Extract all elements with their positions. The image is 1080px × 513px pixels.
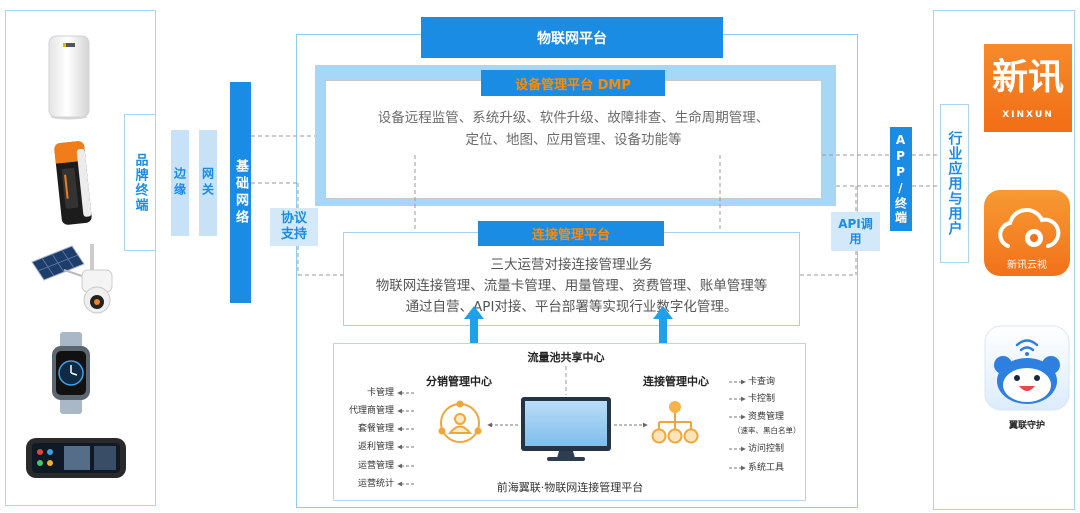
system-footer: 前海翼联·物联网连接管理平台 (496, 481, 644, 494)
bidirectional-arrow (464, 306, 484, 360)
org-chart-icon (651, 401, 699, 444)
api-call-text: API调用 (838, 216, 873, 246)
connection-item: 资费管理 (748, 412, 785, 422)
industry-users-text: 行业应用与用户 (946, 131, 963, 236)
router-icon (48, 35, 90, 120)
guard-bear-app-icon (984, 325, 1070, 411)
dmp-description: 设备远程监管、系统升级、软件升级、故障排查、生命周期管理、 定位、地图、应用管理… (325, 107, 822, 151)
distribution-item: 运营管理 (357, 461, 394, 471)
connection-item: 访问控制 (748, 444, 785, 454)
api-call-box: API调用 (831, 212, 880, 251)
cmp-title: 连接管理平台 (478, 221, 664, 246)
distribution-people-icon (438, 400, 482, 443)
distribution-item: 卡管理 (366, 388, 394, 398)
connection-item: 卡查询 (748, 377, 776, 387)
connection-item: 卡控制 (748, 394, 776, 404)
dmp-line: 设备远程监管、系统升级、软件升级、故障排查、生命周期管理、 (377, 110, 770, 126)
connection-item-note: （速率、黑白名单） (733, 426, 801, 435)
distribution-item: 返利管理 (357, 442, 394, 452)
connection-center-label: 连接管理中心 (643, 375, 709, 388)
protocol-support-box: 协议支持 (270, 208, 318, 246)
cmp-box (343, 232, 800, 326)
solar-camera-icon (31, 244, 113, 314)
pool-center-label: 流量池共享中心 (527, 351, 605, 364)
cmp-line: 物联网连接管理、流量卡管理、用量管理、资费管理、账单管理等 (375, 278, 768, 294)
edge-text: 边缘 (172, 167, 187, 199)
xinxun-logo: 新讯 XINXUN (984, 44, 1072, 132)
bidirectional-arrow (653, 306, 673, 366)
cmp-description: 三大运营对接连接管理业务 物联网连接管理、流量卡管理、用量管理、资费管理、账单管… (343, 255, 800, 318)
applications-panel (933, 10, 1075, 510)
xinxun-logo-text: 新讯 (991, 57, 1064, 98)
app-terminal-text: APP/终端 (893, 133, 908, 225)
cmp-line: 三大运营对接连接管理业务 (490, 257, 653, 273)
dashcam-mirror-icon (26, 438, 126, 478)
cmp-line: 通过自营、API对接、平台部署等实现行业数字化管理。 (405, 299, 738, 315)
protocol-support-text: 协议支持 (280, 211, 307, 242)
platform-title: 物联网平台 (421, 17, 723, 58)
cmp-title-text: 连接管理平台 (531, 228, 610, 243)
app-terminal-bar: APP/终端 (890, 127, 912, 231)
distribution-item: 套餐管理 (357, 424, 394, 434)
distribution-item: 代理商管理 (348, 406, 394, 416)
edge-bar: 边缘 (171, 130, 189, 236)
dmp-line: 定位、地图、应用管理、设备功能等 (465, 132, 682, 148)
guard-app-label: 翼联守护 (1008, 421, 1045, 431)
terminal-panel (5, 10, 156, 506)
gateway-bar: 网关 (199, 130, 217, 236)
cloud-view-app-icon: 新讯云视 (984, 190, 1070, 276)
base-network-bar: 基础网络 (230, 82, 251, 303)
distribution-item: 运营统计 (357, 479, 394, 489)
smartwatch-icon (52, 332, 90, 414)
gateway-text: 网关 (200, 167, 215, 199)
distribution-center-label: 分销管理中心 (426, 375, 492, 388)
connection-item: 系统工具 (748, 463, 785, 473)
rugged-terminal-icon (54, 141, 92, 225)
brand-terminal-text: 品牌终端 (132, 152, 148, 213)
dmp-content-box (325, 80, 822, 199)
base-network-text: 基础网络 (233, 158, 248, 227)
xinxun-logo-sub: XINXUN (1002, 110, 1054, 120)
brand-terminal-label: 品牌终端 (124, 114, 156, 251)
cloud-camera-icon (998, 208, 1061, 248)
dmp-title-text: 设备管理平台 DMP (515, 77, 631, 93)
industry-users-label: 行业应用与用户 (940, 104, 969, 263)
cloud-view-label: 新讯云视 (1007, 260, 1047, 271)
dmp-title: 设备管理平台 DMP (481, 70, 665, 96)
platform-title-text: 物联网平台 (537, 30, 607, 47)
monitor-icon (521, 397, 611, 461)
